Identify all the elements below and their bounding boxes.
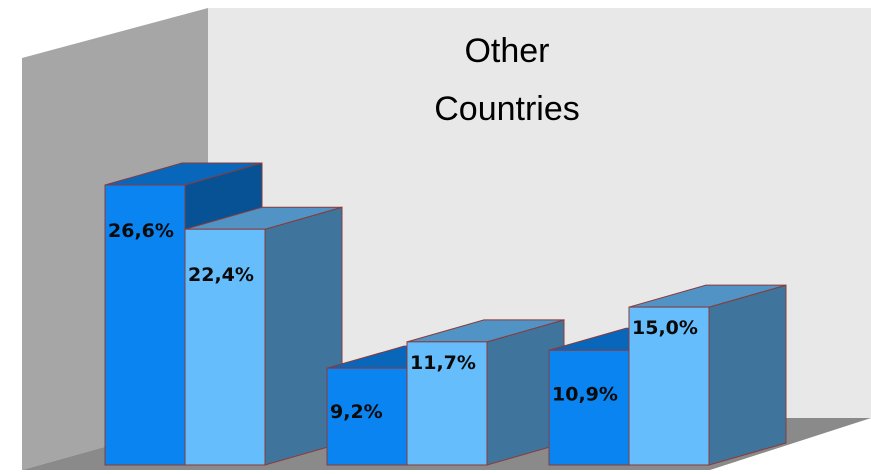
bar-value-label-1-3: 10,9% [552,383,618,405]
bar-value-label-1-1: 26,6% [108,220,174,242]
bar-front-face [406,341,488,466]
bar-2-2 [406,319,565,466]
bar-2-1 [184,206,343,466]
chart-title-line-2: Countries [434,90,580,128]
labels-layer: 26,6% 22,4% 9,2% 11,7% 10,9% 15,0% [108,220,698,423]
bar-2-3 [628,284,787,466]
chart-title-line-1: Other [464,32,549,70]
bar-value-label-1-2: 9,2% [330,401,383,423]
bars-layer [104,162,787,466]
bar-value-label-2-2: 11,7% [410,352,476,374]
bar-front-face [104,184,186,466]
bar-value-label-2-1: 22,4% [188,264,254,286]
bar-front-face [184,228,266,466]
bar-side-face [708,284,787,466]
bar-front-face [628,306,710,466]
bar-value-label-2-3: 15,0% [632,317,698,339]
bar-front-face [326,367,408,466]
bar-front-face [548,349,630,466]
